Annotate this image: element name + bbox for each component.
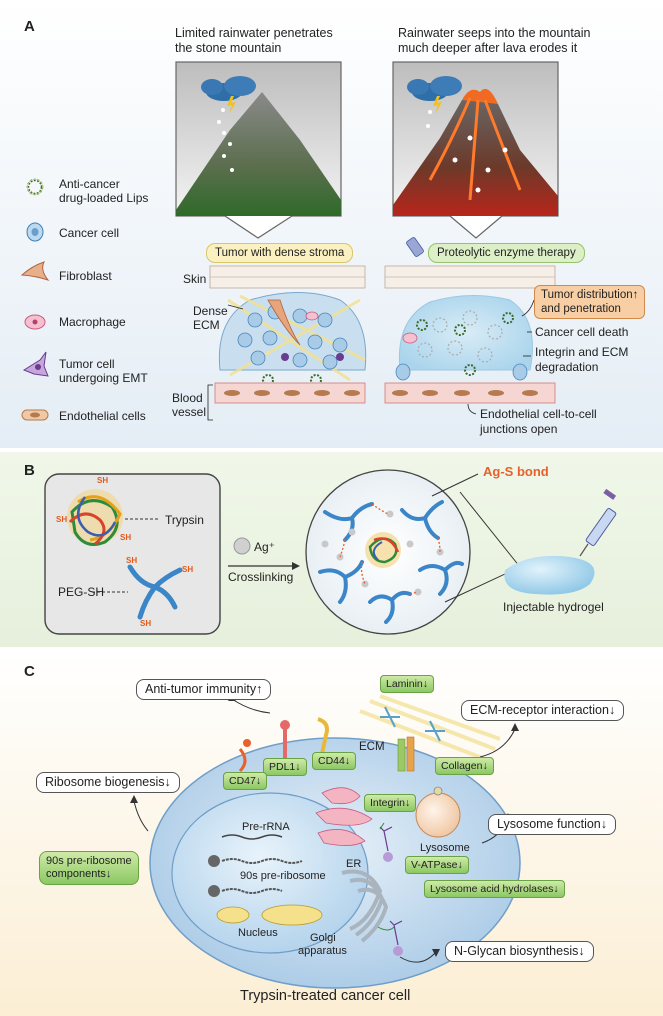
- sh-label-4: SH: [126, 556, 138, 565]
- er-label: ER: [346, 858, 362, 870]
- trypsin-structure: [67, 489, 123, 546]
- junction-line1: Endothelial cell-to-cell: [480, 407, 597, 421]
- panel-b: B: [0, 452, 663, 647]
- legend-emt-line1: Tumor cell: [59, 357, 115, 371]
- hydrogel-network: [305, 469, 471, 635]
- sh-label-3: SH: [120, 533, 132, 542]
- collagen-tag: Collagen↓: [435, 757, 494, 775]
- acid-hydrolases-tag: Lysosome acid hydrolases↓: [424, 880, 565, 898]
- panel-c-illustration: [130, 694, 521, 989]
- volcano-box: [392, 61, 559, 239]
- panel-c: C: [0, 651, 663, 1016]
- cancer-cell-death-label: Cancer cell death: [535, 325, 629, 339]
- trypsin-label: Trypsin: [165, 513, 204, 527]
- dense-ecm-line1: Dense: [193, 304, 228, 318]
- anti-tumor-immunity-box: Anti-tumor immunity↑: [136, 679, 272, 700]
- right-caption-line1: Rainwater seeps into the mountain: [398, 26, 591, 40]
- panel-a-illustration: [20, 61, 559, 421]
- right-caption-line2: much deeper after lava erodes it: [398, 41, 578, 55]
- junction-line2: junctions open: [480, 422, 558, 436]
- legend-cancer-cell: Cancer cell: [59, 226, 120, 240]
- ecm-label: ECM: [359, 741, 385, 753]
- integrin-ecm-line1: Integrin and ECM: [535, 345, 629, 359]
- blood-vessel-line2: vessel: [172, 405, 207, 419]
- legend-emt-line2: undergoing EMT: [59, 371, 148, 385]
- left-caption-line2: the stone mountain: [175, 41, 282, 55]
- dense-tumor: [218, 292, 367, 386]
- pre-rrna-label: Pre-rRNA: [242, 821, 290, 833]
- degraded-tumor: [395, 237, 533, 401]
- sh-label-5: SH: [182, 565, 194, 574]
- ribosome-biogenesis-box: Ribosome biogenesis↓: [36, 772, 180, 793]
- cd47-tag: CD47↓: [223, 772, 268, 790]
- legend-endothelial: Endothelial cells: [59, 409, 146, 423]
- panel-a: A Limited rainwater penetrates the stone…: [0, 0, 663, 448]
- crosslinking-label: Crosslinking: [228, 570, 294, 584]
- lysosome-function-box: Lysosome function↓: [488, 814, 617, 835]
- n-glycan-box: N-Glycan biosynthesis↓: [445, 941, 594, 962]
- legend-icons: [20, 178, 50, 421]
- legend-fibroblast: Fibroblast: [59, 269, 112, 283]
- syringe-icon: [579, 488, 617, 557]
- panel-a-label: A: [24, 18, 35, 35]
- panel-b-illustration: [44, 469, 617, 635]
- legend-macrophage: Macrophage: [59, 315, 126, 329]
- nucleus-label: Nucleus: [238, 927, 278, 939]
- integrin-tag: Integrin↓: [364, 794, 417, 812]
- ag-s-bond-label: Ag-S bond: [483, 464, 549, 479]
- tumor-distribution-line1: Tumor distribution: [541, 289, 633, 301]
- tag-dense-stroma: Tumor with dense stroma: [206, 243, 354, 263]
- sh-label-2: SH: [56, 515, 68, 524]
- ribo90-line1: 90s pre-ribosome: [46, 855, 132, 867]
- golgi-line2: apparatus: [298, 945, 347, 957]
- cd44-tag: CD44↓: [312, 752, 357, 770]
- stone-mountain-box: [175, 61, 342, 239]
- legend-lips-line1: Anti-cancer: [59, 177, 120, 191]
- panel-b-label: B: [24, 462, 35, 479]
- lysosome-label: Lysosome: [420, 842, 470, 854]
- blood-vessels: [214, 382, 556, 404]
- golgi-line1: Golgi: [310, 932, 336, 944]
- left-caption-line1: Limited rainwater penetrates: [175, 26, 333, 40]
- legend-lips-line2: drug-loaded Lips: [59, 191, 149, 205]
- skin-layer: [209, 265, 556, 289]
- integrin-ecm-line2: degradation: [535, 360, 599, 374]
- skin-label: Skin: [183, 272, 207, 286]
- v-atpase-tag: V-ATPase↓: [405, 856, 469, 874]
- dense-ecm-line2: ECM: [193, 318, 220, 332]
- ag-ion-label: Ag⁺: [254, 540, 276, 554]
- tumor-distribution-line2: and penetration: [541, 303, 621, 315]
- lysosome-shape: [415, 792, 461, 838]
- tag-enzyme-therapy: Proteolytic enzyme therapy: [428, 243, 585, 263]
- ribo90-line2: components↓: [46, 868, 112, 880]
- blood-vessel-line1: Blood: [172, 391, 203, 405]
- panel-c-label: C: [24, 663, 35, 680]
- hydrogel-blob: [504, 555, 595, 595]
- sh-label-6: SH: [140, 619, 152, 628]
- sh-label-1: SH: [97, 476, 109, 485]
- pre-ribosome-label: 90s pre-ribosome: [240, 870, 326, 882]
- ribo90-tag: 90s pre-ribosome components↓: [39, 851, 139, 885]
- cell-caption: Trypsin-treated cancer cell: [240, 988, 411, 1004]
- peg-sh-label: PEG-SH: [58, 585, 105, 599]
- tumor-distribution-arrow: ↑: [632, 289, 639, 301]
- peg-sh-structure: [127, 564, 183, 620]
- tumor-distribution-tag: Tumor distribution↑ and penetration: [534, 285, 646, 319]
- pdl1-tag: PDL1↓: [263, 758, 307, 776]
- ecm-receptor-box: ECM-receptor interaction↓: [461, 700, 625, 721]
- laminin-tag: Laminin↓: [380, 675, 435, 693]
- injectable-hydrogel-label: Injectable hydrogel: [503, 600, 604, 614]
